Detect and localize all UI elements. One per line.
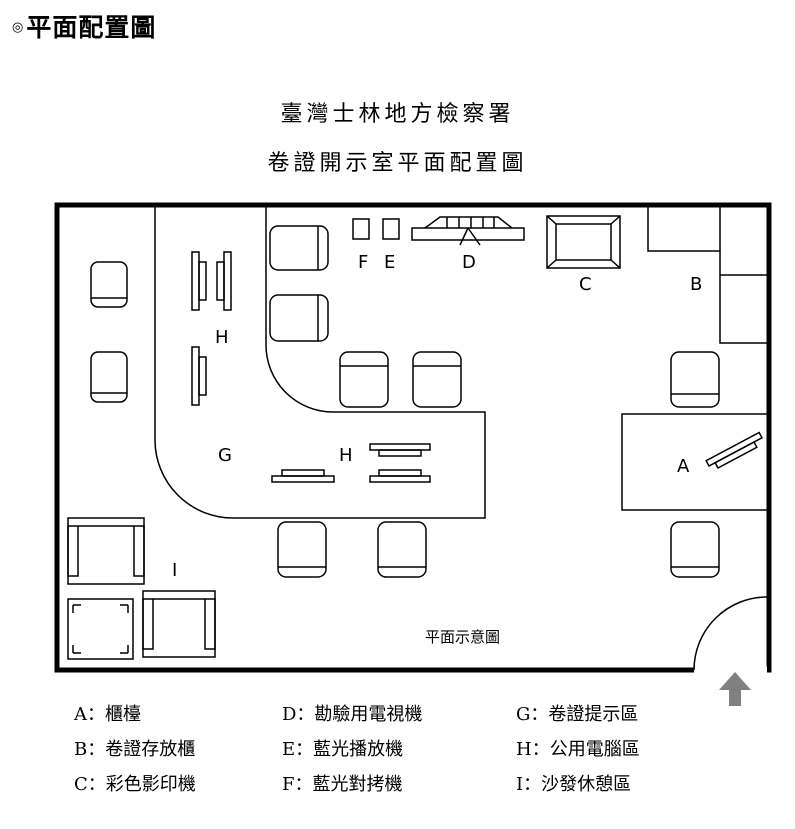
monitor — [271, 469, 335, 483]
side-table — [67, 598, 134, 660]
plan-title-room: 卷證開示室平面配置圖 — [267, 151, 528, 176]
legend-item-f: F：藍光對拷機 — [282, 774, 403, 795]
legend-column-3: G：卷證提示區 H：公用電腦區 I：沙發休憩區 — [516, 700, 640, 805]
label-e: E — [384, 252, 395, 273]
label-h2: H — [339, 445, 353, 466]
legend-column-2: D：勘驗用電視機 E：藍光播放機 F：藍光對拷機 — [282, 700, 422, 805]
heading-text: 平面配置圖 — [26, 13, 157, 42]
legend-item-i: I：沙發休憩區 — [516, 774, 632, 795]
copier — [546, 215, 621, 269]
bluray-copier — [352, 218, 370, 240]
bluray-player — [382, 218, 400, 240]
legend-item-g: G：卷證提示區 — [516, 704, 639, 725]
chair — [339, 351, 389, 408]
label-g: G — [218, 445, 232, 466]
chair — [670, 351, 720, 408]
chair — [670, 521, 720, 578]
plan-title-agency: 臺灣士林地方檢察署 — [280, 102, 515, 127]
chair — [277, 521, 327, 578]
counter — [621, 413, 767, 511]
up-arrow-icon — [719, 672, 751, 706]
monitor — [369, 443, 431, 457]
chair — [269, 225, 329, 271]
label-f: F — [358, 252, 368, 273]
computer-area-divider — [154, 207, 486, 519]
monitor — [191, 346, 207, 406]
sofa — [142, 590, 216, 658]
label-b: B — [690, 274, 702, 295]
page-heading: ◎平面配置圖 — [12, 8, 156, 44]
legend-item-b: B：卷證存放櫃 — [74, 739, 196, 760]
legend-column-1: A：櫃檯 B：卷證存放櫃 C：彩色影印機 — [74, 700, 196, 805]
legend-item-e: E：藍光播放機 — [282, 739, 404, 760]
door-swing — [693, 596, 768, 671]
circle-mark-icon: ◎ — [12, 20, 25, 35]
monitor — [216, 251, 232, 311]
tv — [411, 216, 525, 246]
chair — [269, 294, 329, 342]
legend-item-d: D：勘驗用電視機 — [282, 704, 423, 725]
monitor — [369, 469, 431, 483]
legend-item-h: H：公用電腦區 — [516, 739, 640, 760]
legend-item-a: A：櫃檯 — [74, 704, 141, 725]
chair — [412, 351, 462, 408]
monitor — [191, 251, 207, 311]
chair — [90, 261, 128, 308]
chair — [377, 521, 427, 578]
sofa — [67, 517, 145, 585]
label-a: A — [677, 456, 690, 477]
label-i: I — [172, 560, 177, 581]
legend-item-c: C：彩色影印機 — [74, 774, 196, 795]
label-d: D — [462, 252, 476, 273]
label-c: C — [579, 274, 592, 295]
chair — [90, 351, 128, 403]
counter-printer-icon — [705, 431, 763, 469]
label-h1: H — [215, 327, 229, 348]
plan-caption: 平面示意圖 — [425, 628, 500, 646]
outer-wall — [54, 202, 772, 673]
